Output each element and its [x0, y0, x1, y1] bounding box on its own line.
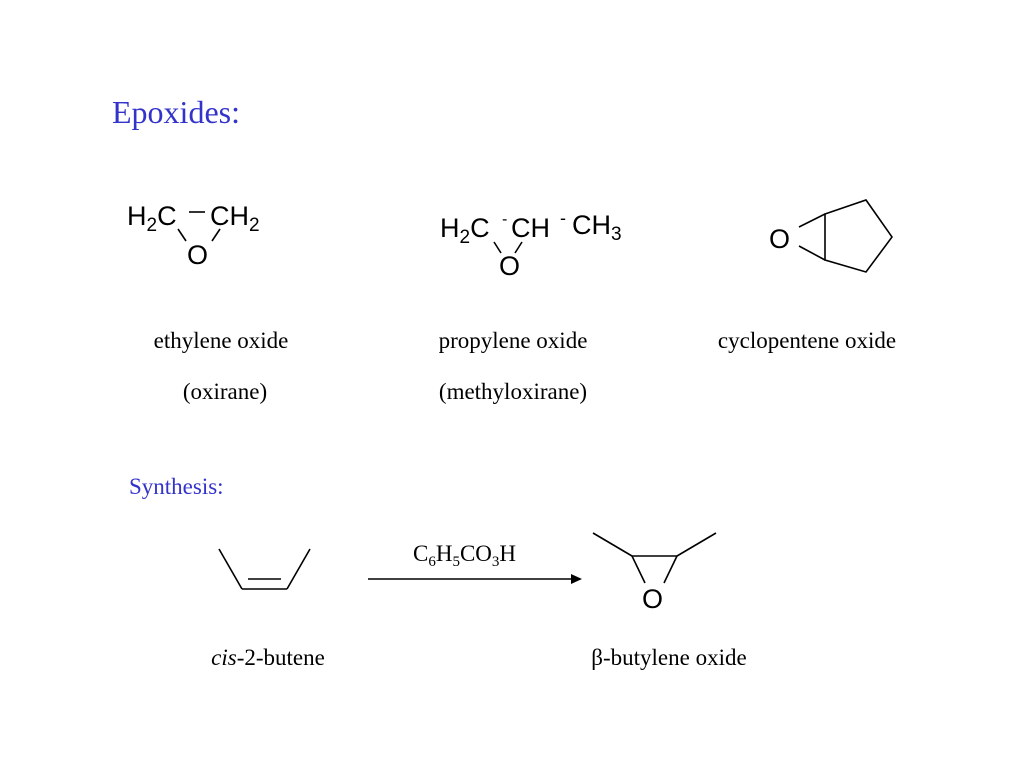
- butene-left-methyl-bond: [218, 548, 243, 590]
- eo-h2c-label: H2C: [127, 201, 177, 236]
- eo-co-bond-left: [177, 228, 187, 242]
- eo-ch2-label: CH2: [210, 201, 260, 236]
- butene-right-methyl-bond: [286, 548, 311, 590]
- product-name: β-butylene oxide: [591, 645, 747, 670]
- po-ch-label: CH: [511, 213, 550, 243]
- propylene-oxide-name: propylene oxide: [438, 328, 588, 353]
- cyclopentene-oxide-structure: O: [769, 199, 893, 273]
- ethylene-oxide-structure: H2C CH2 O: [127, 201, 260, 270]
- reactant-name-rest: -2-butene: [236, 645, 325, 670]
- cpo-o-c2-bond: [798, 245, 826, 261]
- reactant-name-italic: cis: [211, 645, 237, 670]
- ethylene-oxide-alt-name: (oxirane): [182, 379, 268, 404]
- bbo-right-methyl-bond: [676, 532, 717, 557]
- eo-oxygen-label: O: [187, 240, 208, 270]
- cpo-o-c1-bond: [798, 213, 826, 228]
- cpo-cyclopentane-ring: [824, 199, 893, 273]
- reactant-name: cis-2-butene: [211, 646, 325, 669]
- bbo-oxygen-label: O: [642, 584, 663, 614]
- cis-2-butene-structure: [218, 548, 311, 590]
- page-title: Epoxides:: [112, 94, 240, 130]
- po-cc-bond-label: -: [502, 211, 507, 228]
- bbo-co-bond-right: [663, 555, 678, 584]
- po-co-bond-left: [493, 241, 502, 254]
- bbo-left-methyl-bond: [592, 532, 633, 557]
- cpo-oxygen-label: O: [769, 224, 790, 254]
- po-ch-ch3-bond-label: -: [560, 208, 566, 228]
- po-h2c-label: H2C: [440, 213, 490, 248]
- synthesis-heading: Synthesis:: [129, 474, 224, 499]
- reagent-formula: C6H5CO3H: [413, 541, 516, 570]
- cyclopentene-oxide-name: cyclopentene oxide: [717, 328, 897, 353]
- po-ch3-label: CH3: [572, 210, 622, 245]
- propylene-oxide-structure: H2C - CH - CH3 O: [440, 208, 622, 281]
- po-co-bond-right: [514, 241, 523, 254]
- ethylene-oxide-name: ethylene oxide: [153, 328, 289, 353]
- beta-butylene-oxide-structure: O: [592, 532, 717, 614]
- po-oxygen-label: O: [499, 251, 520, 281]
- right-arrow-icon: [368, 574, 582, 584]
- eo-co-bond-right: [211, 228, 221, 242]
- propylene-oxide-alt-name: (methyloxirane): [438, 379, 588, 404]
- reaction-arrow-head: [571, 574, 582, 584]
- bbo-co-bond-left: [631, 555, 646, 584]
